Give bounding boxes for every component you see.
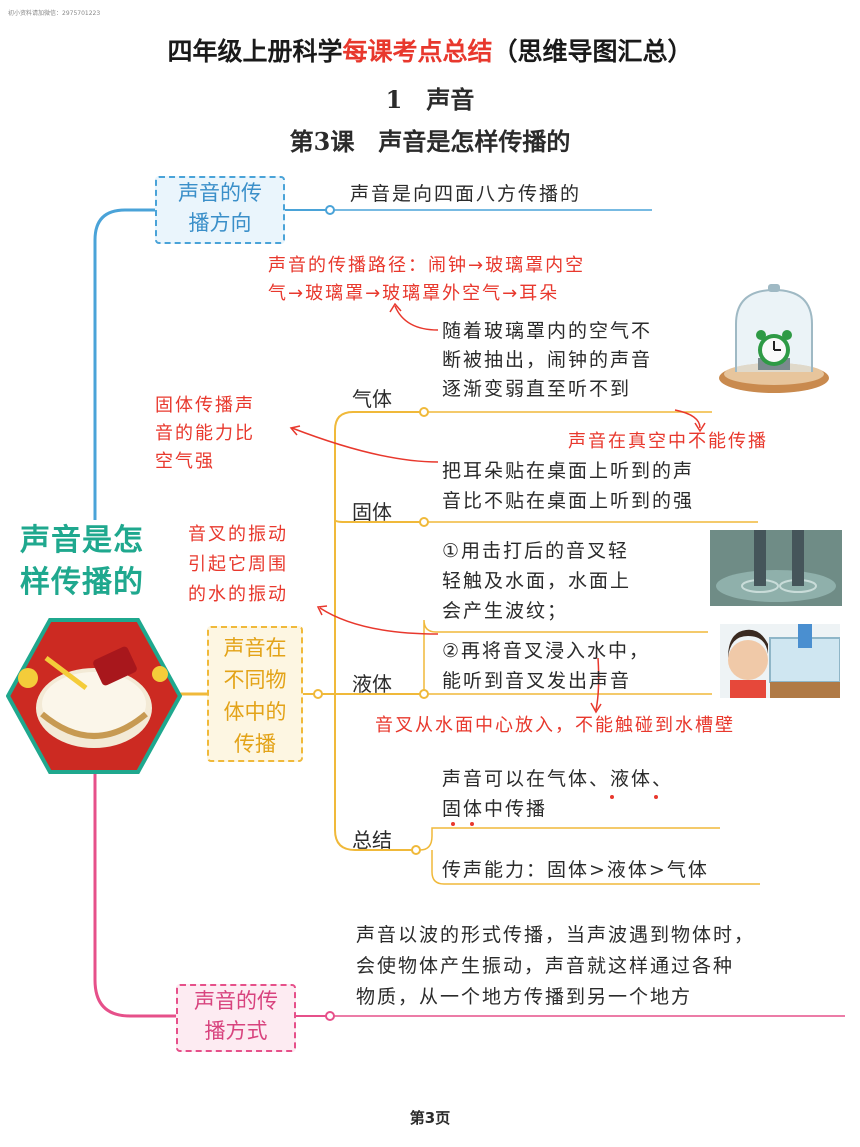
- solid-note-line3: 空气强: [155, 451, 215, 472]
- solid-line1: 把耳朵贴在桌面上听到的声: [442, 460, 695, 482]
- girl-listening-at-water-tank-icon: [720, 624, 840, 698]
- title-highlight: 每课考点总结: [342, 37, 493, 66]
- watermark: 初小资料请加微信：2975701223: [8, 10, 101, 17]
- gas-line1: 随着玻璃罩内的空气不: [442, 320, 653, 342]
- liquid-item2-line2: 能听到音叉发出声音: [442, 670, 632, 692]
- gas-path-note: 声音的传播路径：闹钟→玻璃罩内空 气→玻璃罩→玻璃罩外空气→耳朵: [268, 252, 585, 308]
- summary-ability: 传声能力：固体>液体>气体: [442, 859, 709, 881]
- liquid-note-line3: 的水的振动: [188, 584, 288, 605]
- liquid-category: 液体: [352, 672, 392, 696]
- gas-line3: 逐渐变弱直至听不到: [442, 378, 632, 400]
- liquid-note-line2: 引起它周围: [188, 554, 288, 575]
- liquid-item1-line2: 轻触及水面，水面上: [442, 570, 632, 592]
- title-part2: （思维导图汇总）: [492, 37, 693, 66]
- media-label-line3: 体中的: [223, 700, 287, 724]
- vacuum-note: 声音在真空中不能传播: [568, 431, 768, 452]
- manner-label-box: 声音的传 播方式: [176, 984, 296, 1052]
- drum-hexagon-icon: [6, 618, 182, 774]
- media-label-line2: 不同物: [223, 668, 287, 692]
- liquid-note-line1: 音叉的振动: [188, 524, 288, 545]
- manner-line2: 会使物体产生振动，声音就这样通过各种: [356, 955, 735, 977]
- manner-text: 声音以波的形式传播，当声波遇到物体时， 会使物体产生振动，声音就这样通过各种 物…: [356, 920, 755, 1013]
- tuning-fork-in-water-icon: [710, 530, 842, 606]
- solid-experiment-text: 把耳朵贴在桌面上听到的声 音比不贴在桌面上听到的强: [442, 456, 694, 516]
- unit-title: 1 声音: [385, 85, 475, 114]
- page-title: 四年级上册科学每课考点总结（思维导图汇总）: [0, 32, 860, 68]
- liquid-item2-line1: ②再将音叉浸入水中，: [442, 640, 651, 662]
- gas-category: 气体: [352, 387, 392, 411]
- solid-line2: 音比不贴在桌面上听到的强: [442, 490, 695, 512]
- solid-side-note: 固体传播声 音的能力比 空气强: [155, 392, 255, 476]
- summary-line2: 固体中传播: [442, 798, 548, 820]
- manner-line1: 声音以波的形式传播，当声波遇到物体时，: [356, 924, 756, 946]
- central-topic: 声音是怎 样传播的: [20, 520, 180, 604]
- direction-text: 声音是向四面八方传播的: [350, 183, 582, 205]
- liquid-item1-line3: 会产生波纹；: [442, 600, 569, 622]
- lesson-title: 第3课 声音是怎样传播的: [289, 127, 571, 156]
- gas-experiment-text: 随着玻璃罩内的空气不 断被抽出，闹钟的声音 逐渐变弱直至听不到: [442, 317, 652, 404]
- solid-note-line1: 固体传播声: [155, 395, 255, 416]
- liquid-side-note: 音叉的振动 引起它周围 的水的振动: [188, 520, 288, 610]
- liquid-item1-line1: ①用击打后的音叉轻: [442, 540, 630, 562]
- direction-label-box: 声音的传 播方向: [155, 176, 285, 244]
- manner-label-line1: 声音的传: [194, 989, 278, 1013]
- media-label-line1: 声音在: [223, 636, 287, 660]
- central-topic-line2: 样传播的: [20, 565, 144, 600]
- liquid-bottom-note: 音叉从水面中心放入，不能触碰到水槽壁: [375, 715, 735, 736]
- media-label-box: 声音在 不同物 体中的 传播: [207, 626, 303, 762]
- gas-line2: 断被抽出，闹钟的声音: [442, 349, 653, 371]
- direction-label-line2: 播方向: [188, 211, 252, 235]
- manner-line3: 物质，从一个地方传播到另一个地方: [356, 986, 693, 1008]
- direction-label-line1: 声音的传: [178, 181, 262, 205]
- solid-category: 固体: [352, 500, 392, 524]
- liquid-item1: ①用击打后的音叉轻 轻触及水面，水面上 会产生波纹；: [442, 536, 631, 626]
- liquid-item2: ②再将音叉浸入水中， 能听到音叉发出声音: [442, 636, 650, 696]
- summary-media-text: 声音可以在气体、液体、 固体中传播: [442, 764, 673, 824]
- page-number: 第3页: [409, 1109, 451, 1127]
- alarm-clock-in-bell-jar-icon: [719, 284, 829, 393]
- gas-path-note-line1: 声音的传播路径：闹钟→玻璃罩内空: [268, 255, 586, 276]
- summary-category: 总结: [352, 828, 392, 852]
- media-label-line4: 传播: [234, 732, 276, 756]
- manner-label-line2: 播方式: [204, 1019, 268, 1043]
- central-topic-line1: 声音是怎: [20, 523, 144, 558]
- title-part1: 四年级上册科学: [167, 37, 343, 66]
- gas-path-note-line2: 气→玻璃罩→玻璃罩外空气→耳朵: [268, 283, 560, 304]
- summary-line1: 声音可以在气体、液体、: [442, 768, 674, 790]
- solid-note-line2: 音的能力比: [155, 423, 255, 444]
